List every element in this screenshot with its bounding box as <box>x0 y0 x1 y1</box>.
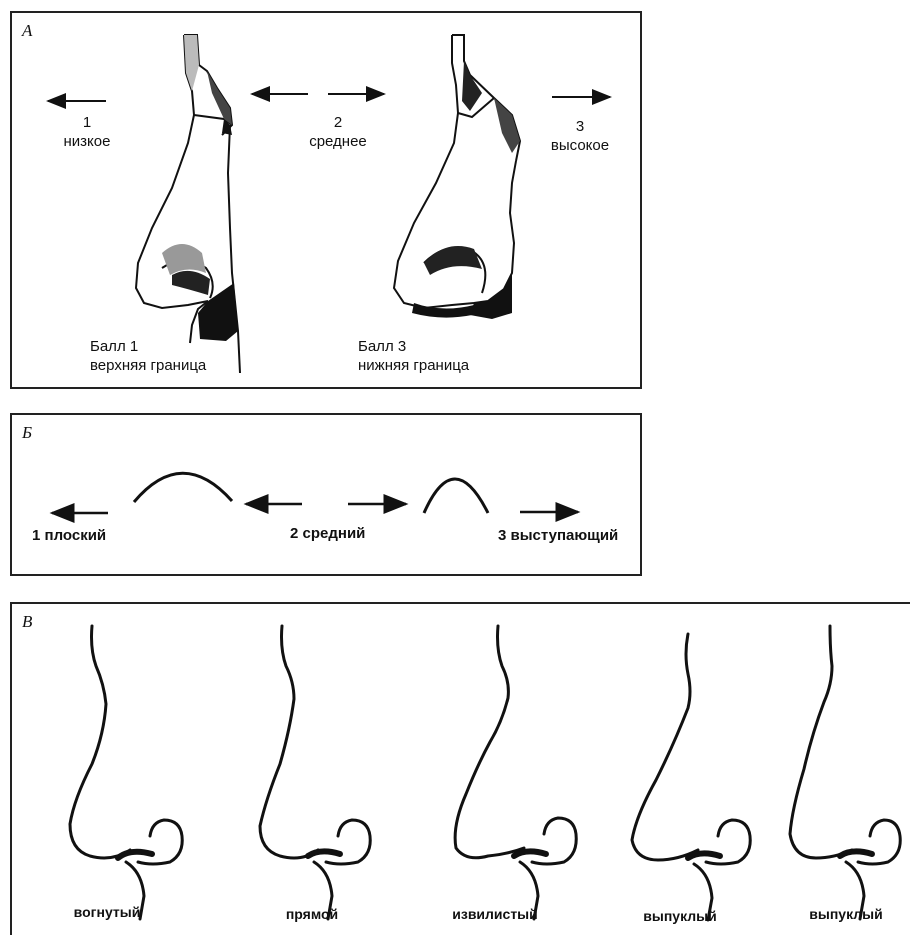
panel-c-drawing <box>12 604 912 937</box>
panel-b-drawing <box>12 415 644 578</box>
label-concave: вогнутый <box>74 904 141 920</box>
panel-a-drawing <box>12 13 644 391</box>
panel-b-nose-projection: Б 1 плоский 2 средний 3 выступающий <box>10 413 642 576</box>
score-1-title: Балл 1 <box>90 337 206 356</box>
level-high-label: 3 высокое <box>540 117 620 155</box>
score-3-title: Балл 3 <box>358 337 469 356</box>
score-3-subtitle: нижняя граница <box>358 356 469 375</box>
level-3-text: высокое <box>540 136 620 155</box>
level-1-text: низкое <box>52 132 122 151</box>
level-2-text: среднее <box>298 132 378 151</box>
score-1-subtitle: верхняя граница <box>90 356 206 375</box>
label-wavy: извилистый <box>452 906 537 922</box>
profile-convex-2 <box>790 626 900 919</box>
panel-a-nose-height: А <box>10 11 642 389</box>
nose-illustration-high <box>394 35 520 308</box>
profile-convex-1 <box>632 634 750 920</box>
label-straight: прямой <box>286 906 338 922</box>
profile-straight <box>260 626 370 919</box>
flat-curve <box>134 473 232 502</box>
score-3-caption: Балл 3 нижняя граница <box>358 337 469 375</box>
label-medium: 2 средний <box>290 525 365 542</box>
level-low-label: 1 низкое <box>52 113 122 151</box>
panel-c-nose-profiles: В <box>10 602 910 935</box>
level-1-number: 1 <box>52 113 122 132</box>
level-mid-label: 2 среднее <box>298 113 378 151</box>
profile-wavy <box>455 626 576 919</box>
label-projecting: 3 выступающий <box>498 527 618 544</box>
level-2-number: 2 <box>298 113 378 132</box>
profile-concave <box>70 626 182 919</box>
label-convex-1: выпуклый <box>643 908 716 924</box>
label-flat: 1 плоский <box>32 527 106 544</box>
projecting-curve <box>424 479 488 513</box>
score-1-caption: Балл 1 верхняя граница <box>90 337 206 375</box>
level-3-number: 3 <box>540 117 620 136</box>
label-convex-2: выпуклый <box>809 906 882 922</box>
